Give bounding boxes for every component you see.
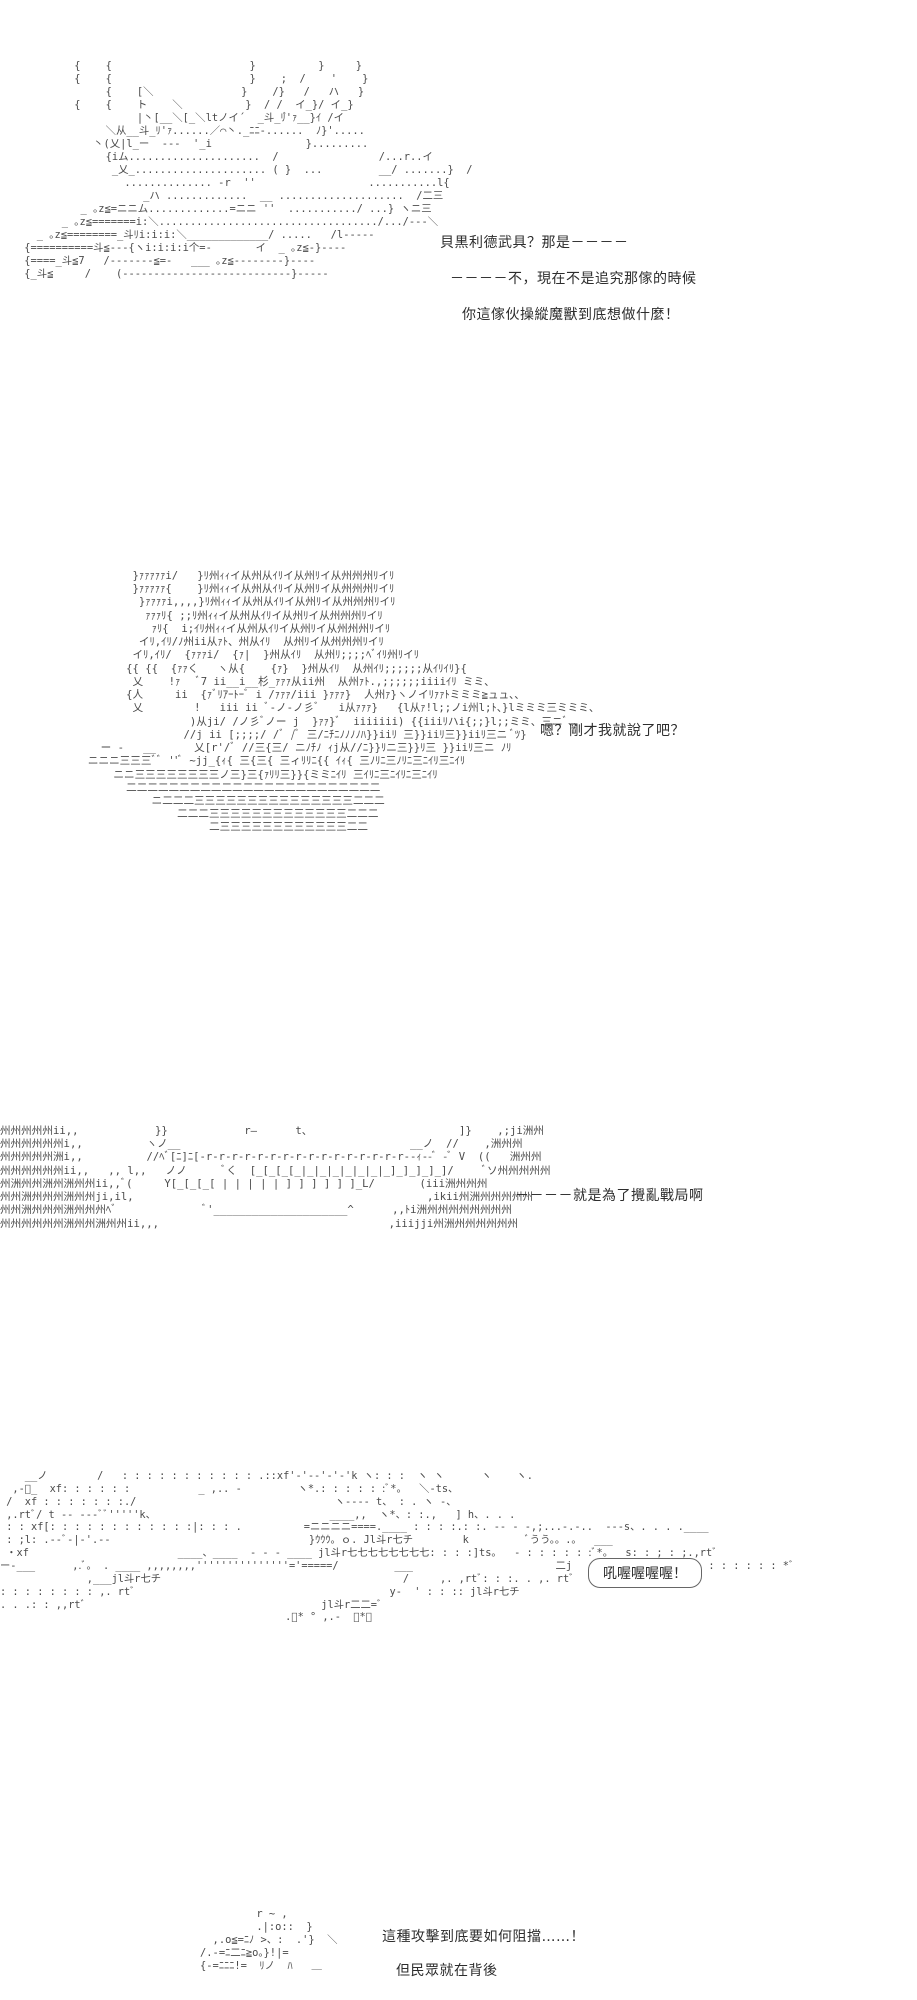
- ascii-art-panel-3: 州州州州州ii,, }} r— t、 ]} ,;ji洲州 州州州州州州i,, ヽ…: [0, 1125, 551, 1230]
- ascii-art-panel-5: r ~ , .|:o:: } ,.o≦=ﾆﾉ >、: .'} ＼ /.-=ﾆ二ﾆ…: [200, 1908, 338, 1972]
- dialogue-line: 貝黒利德武具？那是－－－－: [440, 235, 629, 251]
- panel-1: { { } } } { { } ; / ' } { [＼ } /} / ハ } …: [0, 60, 917, 390]
- panel-3: 州州州州州ii,, }} r— t、 ]} ,;ji洲州 州州州州州州i,, ヽ…: [0, 1125, 917, 1315]
- dialogue-line: 嗯？剛才我就說了吧？: [540, 723, 685, 739]
- ascii-art-panel-1: { { } } } { { } ; / ' } { [＼ } /} / ハ } …: [24, 60, 473, 280]
- dialogue-line: 這種攻擊到底要如何阻擋……！: [382, 1929, 585, 1945]
- ascii-art-panel-2: }ｧｧｧｧｧi/ }ﾘ州ｨｨイ从州从ｲﾘイ从州ﾘイ从州州州ﾘイﾘ }ｧｧｧｧｧ{…: [87, 570, 600, 834]
- dialogue-line: 你這傢伙操縱魔獸到底想做什麼！: [462, 307, 680, 323]
- dialogue-line: －－－－不，現在不是追究那傢的時候: [450, 271, 697, 287]
- shout-burst: 吼喔喔喔喔！: [588, 1558, 702, 1588]
- panel-5: r ~ , .|:o:: } ,.o≦=ﾆﾉ >、: .'} ＼ /.-=ﾆ二ﾆ…: [0, 1908, 917, 2000]
- ascii-art-panel-4: __ノ / : : : : : : : : : : : .::xf'-'--'-…: [0, 1470, 795, 1624]
- shout-text: 吼喔喔喔喔！: [603, 1566, 687, 1582]
- panel-2: }ｧｧｧｧｧi/ }ﾘ州ｨｨイ从州从ｲﾘイ从州ﾘイ从州州州ﾘイﾘ }ｧｧｧｧｧ{…: [0, 570, 917, 950]
- panel-4: __ノ / : : : : : : : : : : : .::xf'-'--'-…: [0, 1470, 917, 1710]
- dialogue-line: 但民眾就在背後: [396, 1963, 498, 1979]
- dialogue-line: －－－－就是為了攪亂戰局啊: [515, 1188, 704, 1204]
